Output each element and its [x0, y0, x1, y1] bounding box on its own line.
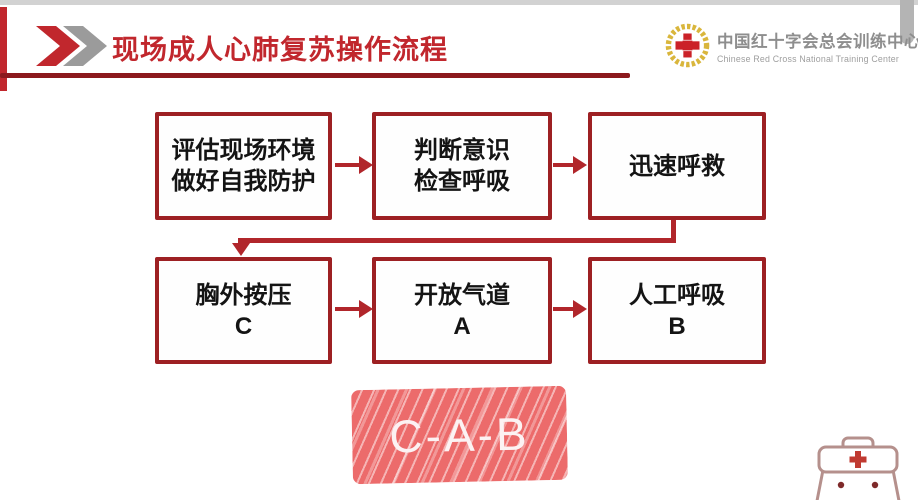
first-aid-kit-icon	[815, 436, 901, 500]
cab-label: C-A-B	[388, 407, 531, 463]
top-edge-strip	[0, 0, 918, 5]
flow-step-label: 评估现场环境	[171, 137, 316, 164]
arrow-icon	[553, 307, 575, 311]
flow-step-label: 人工呼吸	[629, 281, 725, 309]
title-underline	[0, 73, 630, 78]
flow-step-rescue-breathing: 人工呼吸 B	[588, 257, 766, 364]
flow-step-label: B	[668, 312, 686, 340]
org-logo: 中国红十字会总会训练中心 Chinese Red Cross National …	[664, 21, 918, 68]
page-title: 现场成人心肺复苏操作流程	[112, 35, 448, 65]
flow-step-open-airway: 开放气道 A	[372, 257, 552, 364]
left-accent-bar	[0, 7, 7, 91]
arrowhead-right-icon	[359, 156, 373, 174]
flow-step-label: C	[234, 312, 253, 340]
connector-line-horizontal	[238, 238, 676, 243]
arrow-icon	[553, 163, 575, 167]
flow-step-label: 检查呼吸	[414, 168, 510, 195]
org-name-en: Chinese Red Cross National Training Cent…	[717, 54, 899, 64]
flow-step-label: 开放气道	[414, 281, 510, 309]
red-cross-wreath-icon	[665, 23, 710, 68]
cab-highlight-scribble: C-A-B	[351, 385, 568, 485]
arrow-icon	[335, 307, 361, 311]
flow-step-label: 胸外按压	[195, 281, 292, 309]
org-logo-text: 中国红十字会总会训练中心 Chinese Red Cross National …	[717, 28, 918, 64]
org-name-cn: 中国红十字会总会训练中心	[717, 33, 918, 51]
flow-step-label: 迅速呼救	[629, 152, 725, 180]
arrowhead-right-icon	[359, 300, 373, 318]
arrowhead-down-icon	[232, 243, 250, 256]
arrow-icon	[335, 163, 361, 167]
flow-step-label: 判断意识	[414, 137, 510, 164]
flow-step-call-for-help: 迅速呼救	[588, 112, 766, 220]
flow-step-chest-compression: 胸外按压 C	[155, 257, 332, 364]
flow-step-label: 做好自我防护	[171, 168, 316, 195]
flow-step-assess-scene: 评估现场环境 做好自我防护	[155, 112, 332, 220]
flow-step-label: A	[453, 312, 471, 340]
connector-line-vertical	[671, 220, 676, 242]
arrowhead-right-icon	[573, 156, 587, 174]
arrowhead-right-icon	[573, 300, 587, 318]
double-chevron-icon	[36, 26, 107, 66]
flow-step-check-consciousness: 判断意识 检查呼吸	[372, 112, 552, 220]
scrollbar-thumb[interactable]	[900, 0, 914, 44]
